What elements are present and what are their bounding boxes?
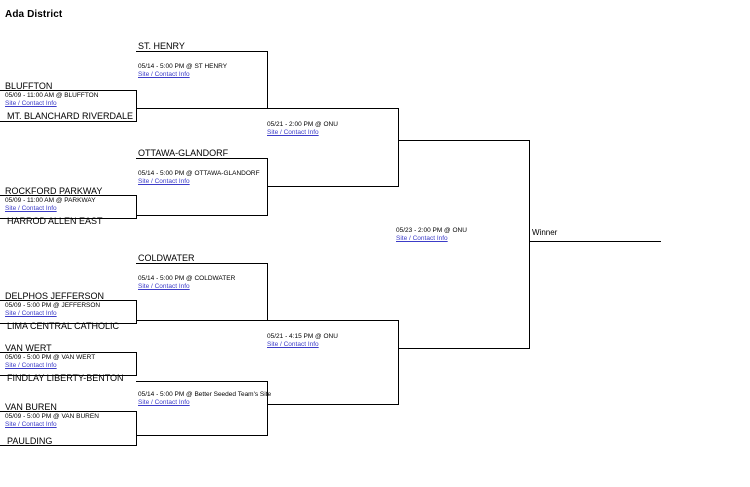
bracket-line (398, 320, 399, 404)
round2-game-2-site-link[interactable]: Site / Contact Info (138, 178, 190, 185)
bracket-line (267, 51, 268, 108)
bracket-line (136, 320, 268, 321)
round1-game-4-top-team: VAN WERT (5, 343, 52, 353)
final-game-info: 05/23 - 2:00 PM @ ONU (396, 227, 467, 234)
final-game-site-link[interactable]: Site / Contact Info (396, 235, 448, 242)
bracket-line (0, 445, 137, 446)
bracket-line (0, 218, 137, 219)
round1-game-1-top-team: BLUFFTON (5, 81, 53, 91)
bracket-line (136, 90, 137, 121)
bracket-line (267, 263, 268, 320)
bracket-line (136, 215, 268, 216)
round1-game-5-site-link[interactable]: Site / Contact Info (5, 421, 57, 428)
bracket-line (267, 320, 399, 321)
bracket-line (0, 375, 137, 376)
winner-line (529, 241, 661, 242)
round2-game-2-info: 05/14 - 5:00 PM @ OTTAWA-GLANDORF (138, 170, 260, 177)
round2-game-3-top-team: COLDWATER (138, 253, 195, 263)
round1-game-3-top-team: DELPHOS JEFFERSON (5, 291, 105, 301)
round1-game-2-site-link[interactable]: Site / Contact Info (5, 205, 57, 212)
round2-game-4-info: 05/14 - 5:00 PM @ Better Seeded Team's S… (138, 391, 272, 398)
bracket-line (398, 348, 530, 349)
round1-game-3-info: 05/09 - 5:00 PM @ JEFFERSON (5, 302, 101, 309)
round2-game-4-site-link[interactable]: Site / Contact Info (138, 399, 190, 406)
bracket-line (136, 300, 137, 323)
bracket-line (0, 121, 137, 122)
round1-game-1-info: 05/09 - 11:00 AM @ BLUFFTON (5, 92, 99, 99)
semifinal-game-2-site-link[interactable]: Site / Contact Info (267, 341, 319, 348)
bracket-line (0, 300, 137, 301)
round1-game-5-top-team: VAN BUREN (5, 402, 57, 412)
bracket-line (136, 195, 137, 218)
bracket-line (136, 108, 268, 109)
bracket-line (0, 90, 137, 91)
bracket-line (398, 140, 530, 141)
winner-label: Winner (532, 228, 558, 237)
round1-game-2-bottom-team: HARROD ALLEN EAST (7, 216, 103, 226)
bracket-line (529, 140, 530, 348)
bracket-line (267, 108, 399, 109)
round1-game-1-bottom-team: MT. BLANCHARD RIVERDALE (7, 111, 134, 121)
round1-game-1-site-link[interactable]: Site / Contact Info (5, 100, 57, 107)
bracket-line (136, 352, 137, 375)
bracket-line (398, 108, 399, 186)
round1-game-3-site-link[interactable]: Site / Contact Info (5, 310, 57, 317)
bracket-line (267, 186, 399, 187)
bracket-line (136, 435, 268, 436)
bracket-line (0, 411, 137, 412)
semifinal-game-2-info: 05/21 - 4:15 PM @ ONU (267, 333, 338, 340)
bracket-line (0, 352, 137, 353)
round2-game-2-top-team: OTTAWA-GLANDORF (138, 148, 229, 158)
round1-game-5-bottom-team: PAULDING (7, 436, 53, 446)
bracket-line (0, 323, 137, 324)
round2-game-3-info: 05/14 - 5:00 PM @ COLDWATER (138, 275, 236, 282)
round2-game-1-site-link[interactable]: Site / Contact Info (138, 71, 190, 78)
bracket-line (0, 195, 137, 196)
round1-game-4-info: 05/09 - 5:00 PM @ VAN WERT (5, 354, 96, 361)
bracket-line (136, 51, 268, 52)
round1-game-5-info: 05/09 - 5:00 PM @ VAN BUREN (5, 413, 99, 420)
page-title: Ada District (5, 9, 63, 20)
round1-game-4-bottom-team: FINDLAY LIBERTY-BENTON (7, 373, 124, 383)
bracket-line (267, 404, 399, 405)
bracket-line (267, 381, 268, 435)
bracket-line (136, 381, 268, 382)
bracket-line (136, 263, 268, 264)
round2-game-3-site-link[interactable]: Site / Contact Info (138, 283, 190, 290)
semifinal-game-1-site-link[interactable]: Site / Contact Info (267, 129, 319, 136)
round1-game-2-info: 05/09 - 11:00 AM @ PARKWAY (5, 197, 96, 204)
round1-game-2-top-team: ROCKFORD PARKWAY (5, 186, 103, 196)
round1-game-3-bottom-team: LIMA CENTRAL CATHOLIC (7, 321, 120, 331)
round1-game-4-site-link[interactable]: Site / Contact Info (5, 362, 57, 369)
semifinal-game-1-info: 05/21 - 2:00 PM @ ONU (267, 121, 338, 128)
bracket-line (136, 411, 137, 445)
bracket-line (136, 158, 268, 159)
round2-game-1-info: 05/14 - 5:00 PM @ ST HENRY (138, 63, 228, 70)
round2-game-1-top-team: ST. HENRY (138, 41, 185, 51)
